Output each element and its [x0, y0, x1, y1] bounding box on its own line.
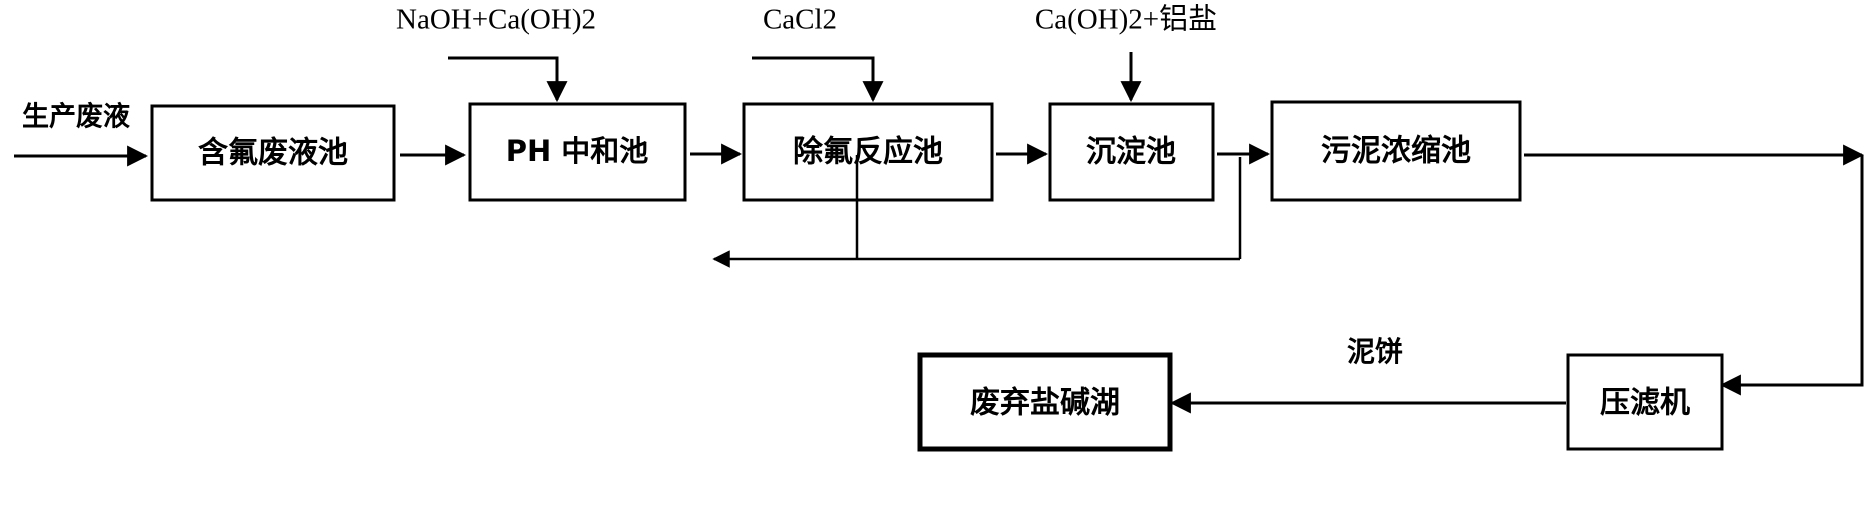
box-label-fluoride-waste-pool: 含氟废液池 — [198, 136, 348, 171]
box-label-sedimentation-pool: 沉淀池 — [1086, 135, 1176, 170]
box-label-filter-press: 压滤机 — [1600, 386, 1690, 421]
box-label-ph-neutralization-pool: PH 中和池 — [506, 134, 649, 168]
box-label-abandoned-salt-alkali-lake: 废弃盐碱湖 — [970, 386, 1120, 421]
box-abandoned-salt-alkali-lake[interactable] — [917, 352, 1173, 452]
box-ph-neutralization-pool[interactable] — [468, 102, 687, 202]
edge-label-mud-cake: 泥饼 — [1347, 335, 1403, 368]
box-fluoride-waste-pool[interactable] — [150, 104, 396, 202]
box-label-sludge-thickening-pool: 污泥浓缩池 — [1321, 134, 1471, 169]
input-label-waste-liquid: 生产废液 — [22, 101, 130, 133]
reagent-label-naoh-caoh2: NaOH+Ca(OH)2 — [396, 4, 596, 36]
arrow-cacl2-to-defluoride-pool — [752, 56, 884, 103]
box-label-defluoride-reaction-pool: 除氟反应池 — [793, 135, 943, 170]
box-sludge-thickening-pool[interactable] — [1270, 100, 1522, 202]
reagent-label-cacl2: CaCl2 — [763, 4, 837, 36]
box-filter-press[interactable] — [1566, 353, 1724, 451]
arrow-naoh-caoh2-to-ph-pool — [448, 56, 568, 103]
reagent-label-caoh2-alum: Ca(OH)2+铝盐 — [1035, 3, 1217, 36]
box-defluoride-reaction-pool[interactable] — [742, 102, 994, 202]
box-sedimentation-pool[interactable] — [1048, 102, 1215, 202]
connector-right-bus-to-filter-press — [1719, 155, 1864, 396]
